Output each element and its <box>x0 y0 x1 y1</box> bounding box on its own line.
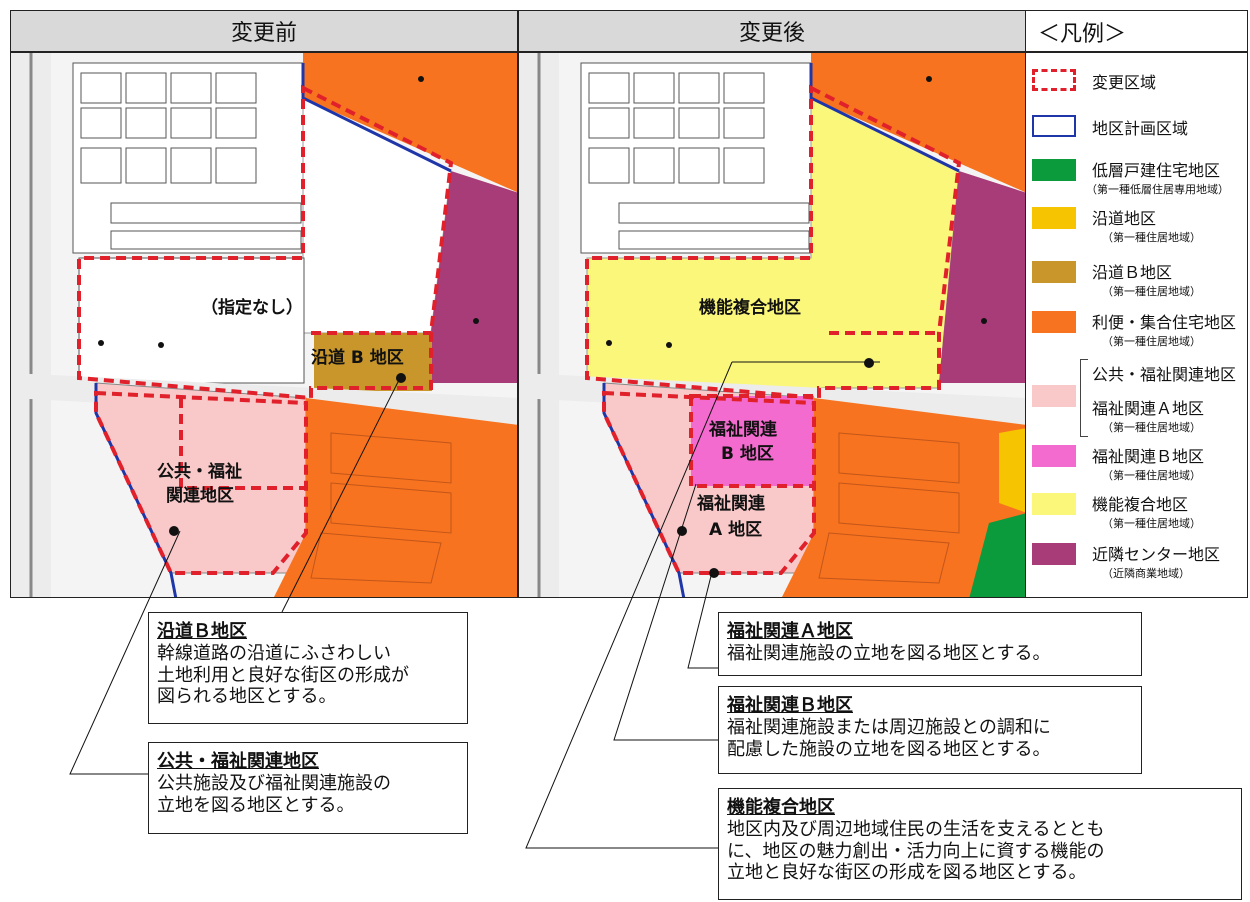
legend-sub: （第一種住居地域） <box>1102 517 1201 530</box>
zone-convenience-top <box>303 53 517 193</box>
desc-public-welfare: 公共・福祉関連地区 公共施設及び福祉関連施設の 立地を図る地区とする。 <box>148 742 468 834</box>
map-before-drawing <box>11 53 517 597</box>
desc-roadside-b: 沿道Ｂ地区 幹線道路の沿道にふさわしい 土地利用と良好な街区の形成が 図られる地… <box>148 612 468 724</box>
legend-label: 福祉関連Ｂ地区 <box>1092 447 1205 466</box>
legend-sub: （第一種住居地域） <box>1102 231 1201 244</box>
desc-welfare-b: 福祉関連Ｂ地区 福祉関連施設または周辺施設との調和に 配慮した施設の立地を図る地… <box>718 686 1142 774</box>
residential-blocks <box>72 62 304 254</box>
legend-sub: （近隣商業地域） <box>1102 567 1190 580</box>
desc-text: 幹線道路の沿道にふさわしい 土地利用と良好な街区の形成が 図られる地区とする。 <box>157 643 409 708</box>
desc-welfare-a: 福祉関連Ａ地区 福祉関連施設の立地を図る地区とする。 <box>718 612 1142 676</box>
legend-label: 地区計画区域 <box>1092 119 1189 138</box>
map-before: （指定なし） 沿道 B 地区 公共・福祉 関連地区 <box>10 52 518 598</box>
legend-swatch-welfare-b <box>1032 445 1076 467</box>
legend-label: 沿道地区 <box>1092 209 1157 228</box>
legend-label: 変更区域 <box>1092 73 1157 92</box>
label-welfare-a-after-2: A 地区 <box>709 520 763 540</box>
legend-swatch-plan-boundary <box>1032 115 1076 137</box>
desc-text: 福祉関連施設の立地を図る地区とする。 <box>727 643 1051 664</box>
header-after: 変更後 <box>518 10 1026 52</box>
legend-swatch-multi-function <box>1032 493 1076 515</box>
zone-neighborhood-center <box>431 171 517 383</box>
header-after-label: 変更後 <box>738 21 805 46</box>
header-legend-frame <box>1026 10 1248 52</box>
header-before-label: 変更前 <box>230 21 297 46</box>
desc-title: 沿道Ｂ地区 <box>157 621 247 642</box>
legend-bracket <box>1080 359 1088 437</box>
desc-text: 福祉関連施設または周辺施設との調和に 配慮した施設の立地を図る地区とする。 <box>727 717 1051 760</box>
label-welfare-a-after-1: 福祉関連 <box>697 494 765 514</box>
zone-low-rise <box>969 513 1025 597</box>
desc-text: 地区内及び周辺地域住民の生活を支えるととも に、地区の魅力創出・活力向上に資する… <box>727 819 1105 884</box>
legend-sub: （第一種住居地域） <box>1102 469 1201 482</box>
label-public-welfare-before-2: 関連地区 <box>166 486 234 506</box>
desc-title: 福祉関連Ａ地区 <box>727 621 853 642</box>
label-welfare-b-after-2: B 地区 <box>721 444 774 464</box>
legend: 変更区域 地区計画区域 低層戸建住宅地区 （第一種低層住居専用地域） 沿道地区 … <box>1026 52 1248 598</box>
header-before: 変更前 <box>10 10 518 52</box>
legend-sub: （第一種住居地域） <box>1102 285 1201 298</box>
map-after: 機能複合地区 福祉関連 B 地区 福祉関連 A 地区 <box>518 52 1026 598</box>
zone-convenience-bottom <box>274 398 517 597</box>
legend-title: ＜凡例＞ <box>1038 22 1127 47</box>
legend-swatch-change-area <box>1032 69 1076 91</box>
desc-title: 福祉関連Ｂ地区 <box>727 695 853 716</box>
label-public-welfare-before-1: 公共・福祉 <box>157 462 242 482</box>
label-multi-function-after: 機能複合地区 <box>699 298 801 318</box>
legend-label: 機能複合地区 <box>1092 495 1189 514</box>
desc-multi-function: 機能複合地区 地区内及び周辺地域住民の生活を支えるととも に、地区の魅力創出・活… <box>718 788 1242 900</box>
desc-title: 機能複合地区 <box>727 797 835 818</box>
legend-swatch-low-rise <box>1032 159 1076 181</box>
label-welfare-b-after-1: 福祉関連 <box>709 420 777 440</box>
legend-swatch-roadside-b <box>1032 261 1076 283</box>
desc-text: 公共施設及び福祉関連施設の 立地を図る地区とする。 <box>157 773 391 816</box>
legend-label: 福祉関連Ａ地区 <box>1092 399 1205 418</box>
legend-label: 利便・集合住宅地区 <box>1092 313 1237 332</box>
legend-swatch-public-welfare <box>1032 385 1076 407</box>
desc-title: 公共・福祉関連地区 <box>157 751 319 772</box>
legend-label: 近隣センター地区 <box>1092 545 1221 564</box>
change-area-after <box>585 84 962 575</box>
legend-label: 沿道Ｂ地区 <box>1092 263 1173 282</box>
legend-sub: （第一種低層住居専用地域） <box>1086 183 1229 196</box>
legend-swatch-convenience <box>1032 311 1076 333</box>
legend-label: 公共・福祉関連地区 <box>1092 365 1237 384</box>
label-roadside-b-before: 沿道 B 地区 <box>311 348 404 368</box>
legend-sub: （第一種住居地域） <box>1102 421 1201 434</box>
label-no-designation: （指定なし） <box>201 298 303 318</box>
legend-swatch-neighborhood-center <box>1032 543 1076 565</box>
legend-swatch-roadside <box>1032 207 1076 229</box>
legend-label: 低層戸建住宅地区 <box>1092 161 1221 180</box>
legend-sub: （第一種住居地域） <box>1102 335 1201 348</box>
map-after-drawing <box>519 53 1025 597</box>
